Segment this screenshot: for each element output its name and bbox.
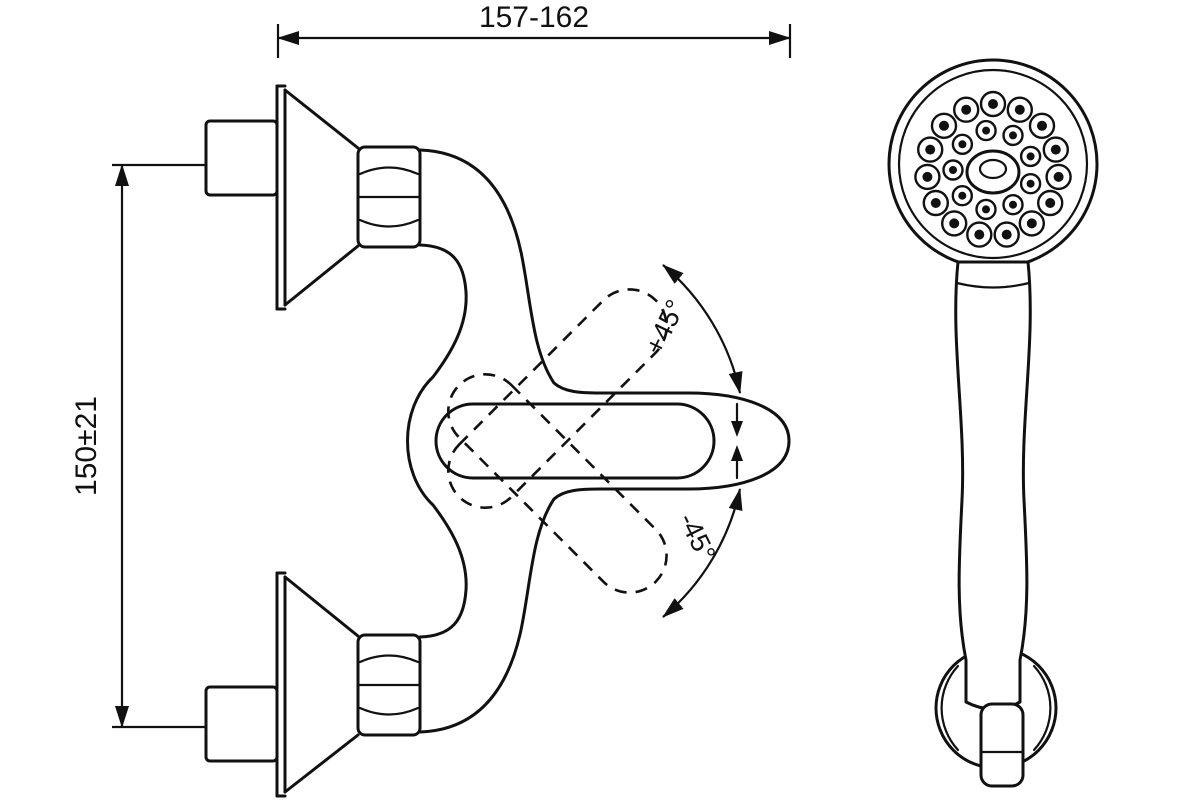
thickness-arrow-down-icon	[731, 421, 743, 437]
mixer-body	[406, 148, 791, 734]
lever-rotation-phantoms	[447, 288, 668, 594]
shower-head-center-detail	[978, 158, 1008, 180]
nozzle-center-icon	[1026, 218, 1037, 229]
nozzle-center-icon	[982, 205, 990, 214]
nozzle-center-icon	[1053, 171, 1064, 182]
nozzle-center-icon	[949, 218, 960, 229]
hand-shower	[887, 58, 1099, 788]
nozzle-center-icon	[974, 229, 985, 240]
pipe-stub-top	[204, 119, 279, 197]
wall-fitting-bottom	[204, 571, 422, 798]
width-dimension: 157-162	[276, 1, 792, 58]
nut-chamfer-upper-top	[358, 166, 420, 176]
flange-cone-lower-top	[283, 244, 360, 307]
nut-chamfer-upper-bottom	[358, 654, 420, 664]
nozzle-center-icon	[958, 191, 967, 200]
wall-fitting-top	[204, 84, 422, 311]
shower-nozzle-pattern	[914, 90, 1072, 248]
holder-clip	[979, 702, 1025, 788]
nut-chamfer-lower-top	[358, 218, 420, 228]
nozzle-center-icon	[982, 126, 991, 135]
nozzle-center-icon	[1009, 200, 1017, 209]
body-inner-contour	[406, 243, 468, 639]
nozzle-center-icon	[949, 166, 957, 174]
nozzle-center-icon	[1026, 179, 1035, 188]
flange-cone-upper-bottom	[283, 575, 360, 638]
nozzle-center-icon	[1009, 131, 1017, 140]
height-dimension: 150±21	[70, 163, 206, 729]
nut-chamfer-lower-bottom	[358, 706, 420, 716]
lever-handle	[434, 402, 716, 480]
holder-shade-left	[940, 664, 960, 752]
nozzle-center-icon	[925, 144, 936, 155]
flange-cone-lower-bottom	[283, 733, 360, 794]
holder-shade-right	[1032, 664, 1052, 752]
nozzle-center-icon	[930, 198, 941, 208]
nozzle-center-icon	[1026, 152, 1035, 161]
nozzle-center-icon	[1014, 104, 1025, 115]
flange-cone-upper-top	[283, 88, 360, 150]
thickness-arrow-up-icon	[731, 445, 743, 461]
lever-thickness-indicator	[731, 402, 743, 480]
shower-head-center-cap	[965, 149, 1021, 195]
shower-head	[887, 58, 1099, 270]
nozzle-center-icon	[988, 99, 998, 109]
nozzle-center-icon	[1045, 198, 1056, 208]
flange-caps-top	[275, 84, 287, 311]
nozzle-center-icon	[958, 140, 967, 149]
width-dimension-label: 157-162	[479, 1, 589, 34]
height-dimension-label: 150±21	[70, 396, 103, 496]
flange-caps-bottom	[275, 571, 287, 798]
lever-phantom-up	[447, 288, 668, 509]
lever-phantom-down	[447, 373, 668, 594]
nozzle-center-icon	[1050, 144, 1061, 155]
pipe-stub-bottom	[204, 685, 279, 763]
rotation-arc-down	[662, 488, 743, 618]
shower-head-face-rim	[897, 68, 1089, 260]
handle-neck-line	[955, 281, 1031, 289]
nozzle-center-icon	[1001, 229, 1012, 240]
rotation-arc-up	[662, 264, 743, 394]
angle-label-up: +45°	[639, 295, 691, 359]
holder-clip-knob	[979, 702, 1025, 788]
shower-handle	[954, 260, 1032, 711]
nozzle-center-icon	[922, 171, 933, 182]
nozzle-center-icon	[939, 120, 949, 131]
nozzle-center-icon	[961, 104, 972, 115]
nozzle-center-icon	[1037, 120, 1047, 131]
body-outer-contour	[418, 148, 791, 734]
